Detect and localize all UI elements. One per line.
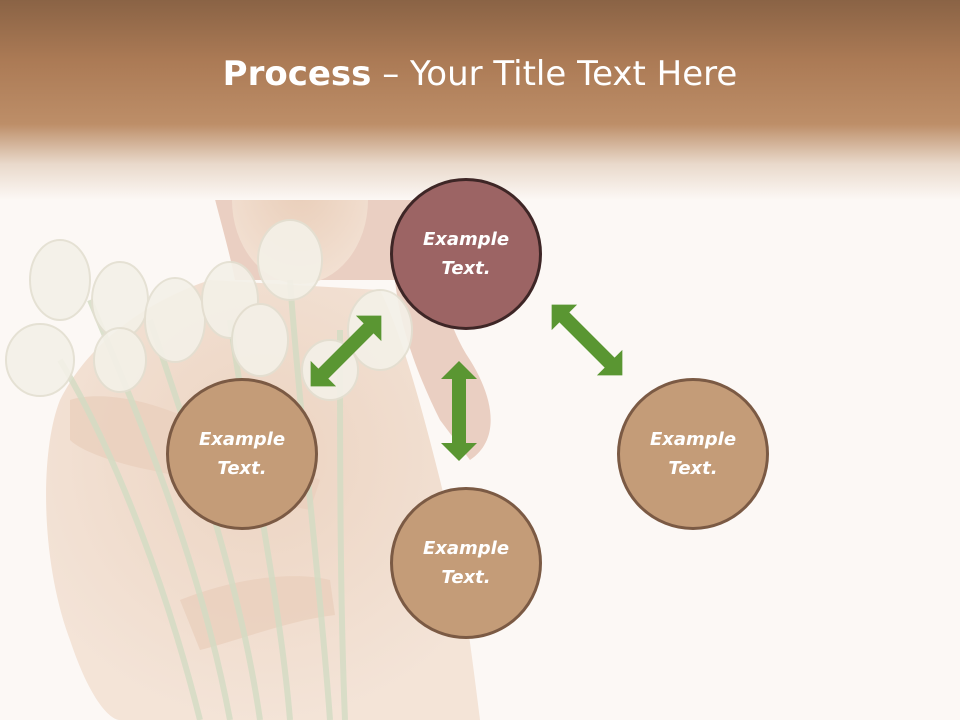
- arrow-top-left: [310, 315, 382, 387]
- arrow-top-right: [551, 304, 623, 376]
- node-label: Example Text.: [422, 229, 510, 279]
- node-label: Example Text.: [649, 429, 737, 479]
- arrow-top-bottom: [441, 361, 477, 461]
- title-banner: [0, 0, 960, 200]
- title-rest: Your Title Text Here: [410, 54, 738, 94]
- double-arrow-icon: [310, 315, 382, 387]
- slide-title: Process – Your Title Text Here: [0, 52, 960, 96]
- node-label: Example Text.: [198, 429, 286, 479]
- title-bold-part: Process: [222, 54, 372, 94]
- process-node-left: Example Text.: [166, 378, 318, 530]
- process-node-bottom: Example Text.: [390, 487, 542, 639]
- process-node-right: Example Text.: [617, 378, 769, 530]
- double-arrow-icon: [441, 361, 477, 461]
- process-node-top: Example Text.: [390, 178, 542, 330]
- node-label: Example Text.: [422, 538, 510, 588]
- title-dash: –: [371, 54, 411, 94]
- double-arrow-icon: [551, 304, 623, 376]
